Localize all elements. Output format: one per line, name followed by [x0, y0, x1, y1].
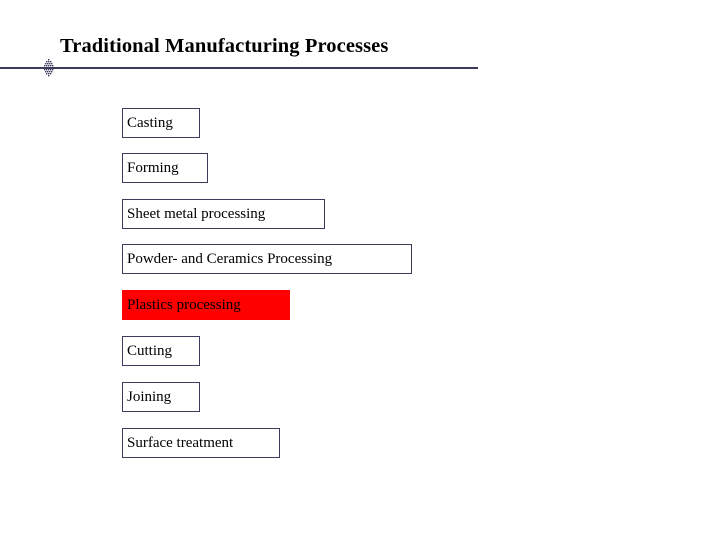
process-box[interactable]: Plastics processing [122, 290, 290, 320]
process-box[interactable]: Powder- and Ceramics Processing [122, 244, 412, 274]
page-title: Traditional Manufacturing Processes [60, 35, 389, 57]
process-box[interactable]: Sheet metal processing [122, 199, 325, 229]
process-box[interactable]: Casting [122, 108, 200, 138]
process-box[interactable]: Cutting [122, 336, 200, 366]
title-divider [0, 67, 478, 69]
process-box[interactable]: Surface treatment [122, 428, 280, 458]
process-box[interactable]: Joining [122, 382, 200, 412]
process-box[interactable]: Forming [122, 153, 208, 183]
dotted-diamond-ornament-icon [38, 58, 60, 78]
